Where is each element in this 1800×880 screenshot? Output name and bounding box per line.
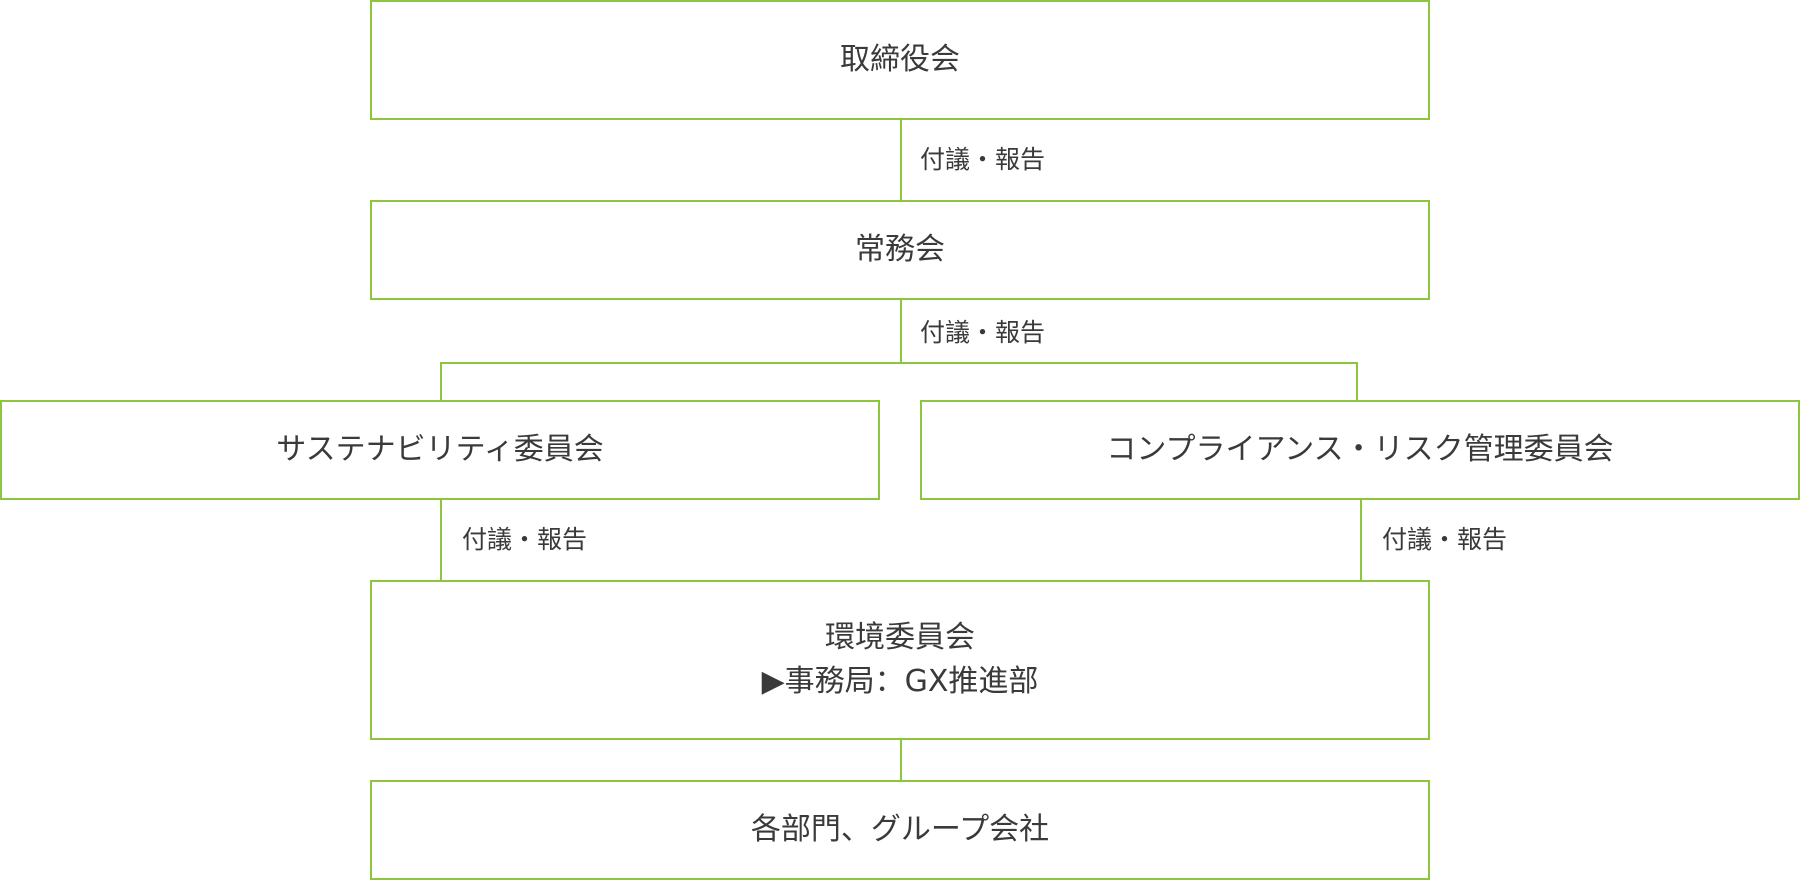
node-environment-committee-secretariat: ▶事務局：GX推進部 <box>761 664 1039 699</box>
edge-label-environment-to-sustainability: 付議・報告 <box>462 525 588 554</box>
connector-branch-compliance <box>1356 362 1358 402</box>
edge-label-environment-to-compliance: 付議・報告 <box>1382 525 1508 554</box>
node-environment-committee-title: 環境委員会 <box>825 620 975 655</box>
node-environment-committee: 環境委員会 ▶事務局：GX推進部 <box>370 580 1430 740</box>
node-compliance-risk-committee: コンプライアンス・リスク管理委員会 <box>920 400 1800 500</box>
connector-compliance-environment <box>1360 498 1362 581</box>
node-departments-group-companies: 各部門、グループ会社 <box>370 780 1430 880</box>
node-compliance-risk-committee-label: コンプライアンス・リスク管理委員会 <box>1106 432 1614 467</box>
connector-executive-branch <box>900 298 902 363</box>
connector-branch-horizontal <box>440 362 1358 364</box>
connector-board-executive <box>900 118 902 201</box>
node-sustainability-committee-label: サステナビリティ委員会 <box>276 432 604 467</box>
node-board: 取締役会 <box>370 0 1430 120</box>
node-executive-committee-label: 常務会 <box>855 232 945 267</box>
edge-label-executive-to-board: 付議・報告 <box>920 145 1046 174</box>
connector-sustainability-environment <box>440 498 442 581</box>
node-departments-label: 各部門、グループ会社 <box>750 812 1050 847</box>
node-executive-committee: 常務会 <box>370 200 1430 300</box>
connector-branch-sustainability <box>440 362 442 402</box>
edge-label-committees-to-executive: 付議・報告 <box>920 318 1046 347</box>
connector-environment-departments <box>900 738 902 783</box>
node-board-label: 取締役会 <box>840 42 960 77</box>
node-sustainability-committee: サステナビリティ委員会 <box>0 400 880 500</box>
